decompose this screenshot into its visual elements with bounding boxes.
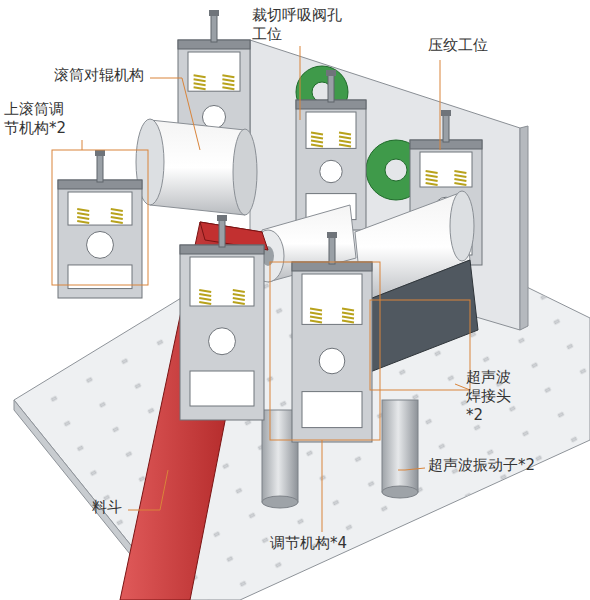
part-label: 调节机构*4 xyxy=(270,534,347,553)
part-label: 超声波焊接头*2 xyxy=(466,368,517,424)
leader-lines xyxy=(82,46,470,532)
part-label: 超声波振动子*2 xyxy=(428,456,535,475)
left-roller xyxy=(136,119,257,215)
part-label: 上滚筒调节机构*2 xyxy=(4,100,70,138)
right-roller xyxy=(355,191,478,372)
part-label: 压纹工位 xyxy=(428,36,488,55)
part-label: 料斗 xyxy=(92,498,122,517)
adjust-frame xyxy=(296,70,366,230)
adjust-frame xyxy=(180,215,264,420)
adjust-frame xyxy=(58,150,142,298)
adjust-frame xyxy=(292,232,372,442)
callout-boxes xyxy=(52,150,470,440)
part-label: 裁切呼吸阀孔工位 xyxy=(252,6,348,44)
part-label: 滚筒对辊机构 xyxy=(54,66,144,85)
